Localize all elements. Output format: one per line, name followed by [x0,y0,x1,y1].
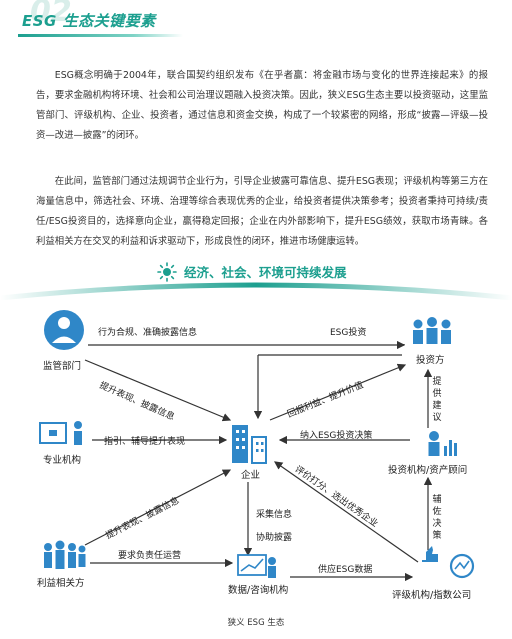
edge-reg-ent [84,359,232,422]
enterprise-icon [232,425,267,464]
sun-icon [157,262,177,282]
paragraph-1: ESG概念明确于2004年，联合国契约组织发布《在乎者赢：将金融市场与变化的世界… [36,70,488,141]
regulator-icon [44,310,84,350]
data-chart-icon [237,554,276,578]
edge-label-reg-investor: 行为合规、准确披露信息 [98,328,198,338]
agency-icon [39,421,82,445]
banner-arc [0,282,512,300]
rating-icon [422,546,475,579]
node-regulator: 监管部门 [43,361,82,372]
banner-title: 经济、社会、环境可持续发展 [184,265,347,280]
esg-ecosystem-diagram [39,310,475,582]
figure-caption: 狭义 ESG 生态 [227,618,285,628]
edge-return [269,363,407,421]
edge-label-advice: 提供建议 [432,377,442,423]
edge-stake-ent [84,469,232,546]
title-underline [18,34,183,37]
edge-label-assist2: 辅佐决策 [432,495,442,541]
edge-label-collect: 采集信息 [256,510,293,520]
node-rating: 评级机构/指数公司 [392,590,472,601]
edge-rate [274,461,419,563]
edge-label-esg-invest: ESG投资 [330,328,367,338]
edge-label-stake-data: 要求负责任运营 [118,551,182,561]
node-agency: 专业机构 [43,455,82,466]
node-investor: 投资方 [416,355,445,366]
section-number: 02 [30,0,72,29]
node-data: 数据/咨询机构 [228,585,289,596]
node-enterprise: 企业 [241,470,261,481]
edge-label-supply: 供应ESG数据 [318,565,373,575]
node-advisor: 投资机构/资产顾问 [388,465,468,476]
edge-label-include: 纳入ESG投资决策 [300,431,373,441]
node-stakeholder: 利益相关方 [37,578,85,589]
section-title: ESG 生态关键要素 [22,12,156,30]
edge-label-assist: 协助披露 [256,533,293,543]
edge-label-agency-ent: 指引、辅导提升表现 [104,437,186,447]
paragraph-2: 在此间，监管部门通过法规调节企业行为，引导企业披露可靠信息、提升ESG表现；评级… [36,176,488,247]
advisor-icon [428,431,457,456]
stakeholder-icon [44,540,86,569]
investor-icon [413,317,451,344]
section-header: 02 ESG 生态关键要素 [0,0,512,44]
